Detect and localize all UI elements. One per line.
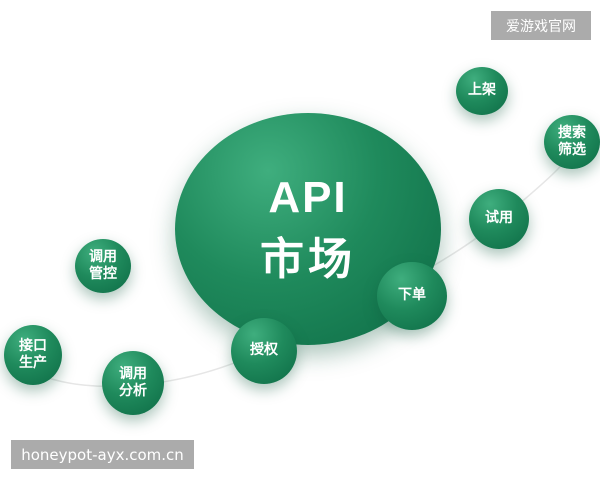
node-call-analysis-label: 调用 分析 <box>119 365 147 400</box>
node-order-label: 下单 <box>398 287 426 304</box>
center-title-api: API <box>268 173 348 222</box>
node-call-control: 调用 管控 <box>75 239 131 293</box>
center-title-market: 市场 <box>260 234 356 285</box>
node-order: 下单 <box>377 262 447 330</box>
node-search-filter: 搜索 筛选 <box>544 115 600 169</box>
watermark-bottom: honeypot-ayx.com.cn <box>11 440 194 469</box>
node-authorize-label: 授权 <box>250 342 278 359</box>
watermark-top: 爱游戏官网 <box>491 11 591 40</box>
node-call-control-label: 调用 管控 <box>89 248 117 283</box>
node-shangjia-label: 上架 <box>468 82 496 99</box>
node-trial: 试用 <box>469 189 529 249</box>
node-authorize: 授权 <box>231 318 297 384</box>
node-shangjia: 上架 <box>456 67 508 115</box>
node-trial-label: 试用 <box>485 210 513 227</box>
node-call-analysis: 调用 分析 <box>102 351 164 415</box>
node-api-production: 接口 生产 <box>4 325 62 385</box>
node-api-production-label: 接口 生产 <box>19 337 47 372</box>
node-search-filter-label: 搜索 筛选 <box>558 124 586 159</box>
